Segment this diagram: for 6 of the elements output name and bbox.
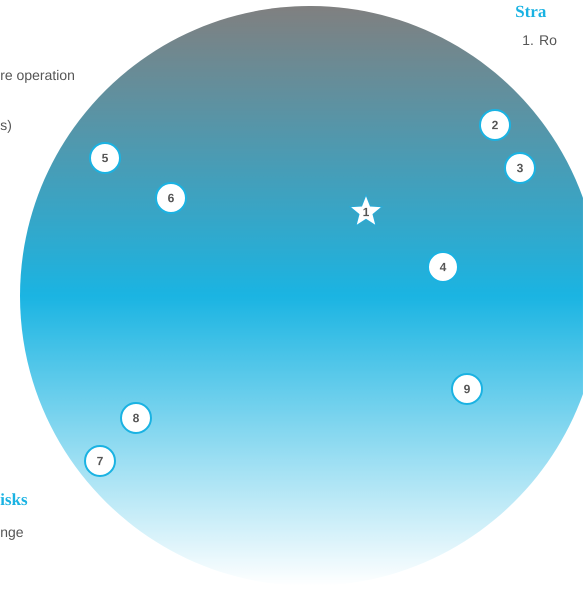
text-fragment: re operation [1, 70, 74, 83]
text-fragment: 1. Ro [523, 35, 556, 46]
section-heading: Stra [516, 6, 546, 18]
text-fragment: s) [0, 120, 11, 133]
section-heading: isks [0, 493, 28, 506]
text-fragment: nge [1, 529, 23, 540]
